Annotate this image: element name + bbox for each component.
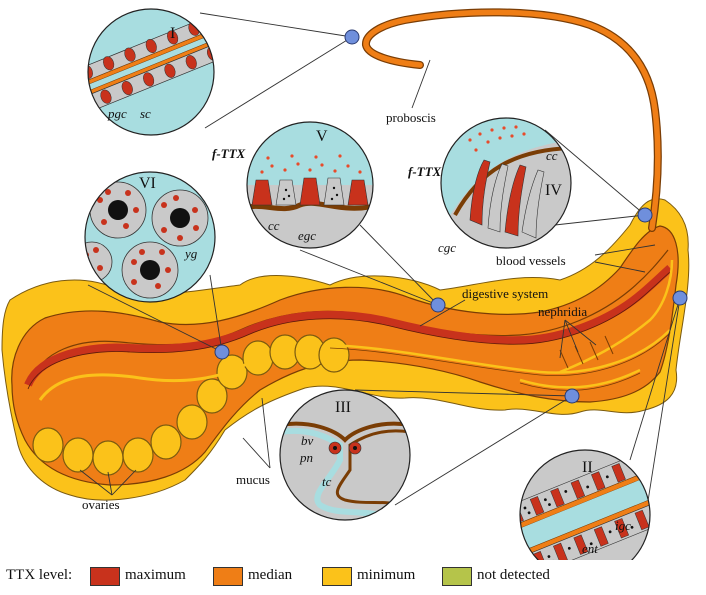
inset-II-label-ent: ent xyxy=(582,541,598,556)
marker-I xyxy=(344,29,360,45)
inset-III-label-pn: pn xyxy=(299,450,313,465)
inset-VI-label-yg: yg xyxy=(183,246,198,261)
legend-title: TTX level: xyxy=(6,567,73,583)
inset-V-label-egc: egc xyxy=(298,228,316,243)
inset-IV-label-cgc: cgc xyxy=(438,240,456,255)
inset-IV-label-f-ttx: f-TTX xyxy=(408,164,442,179)
inset-connector-lines xyxy=(79,12,681,521)
location-markers xyxy=(214,29,688,404)
legend-swatch-median xyxy=(213,567,243,586)
inset-V-label-f-ttx: f-TTX xyxy=(212,146,246,161)
ttx-legend: TTX level: maximum median minimum not de… xyxy=(0,562,706,590)
inset-II-numeral: II xyxy=(582,459,593,476)
marker-II xyxy=(672,290,688,306)
label-blood-vessels: blood vessels xyxy=(496,253,566,268)
marker-VI xyxy=(214,344,230,360)
marker-IV xyxy=(637,207,653,223)
anatomy-labels: proboscis blood vessels digestive system… xyxy=(82,110,587,512)
inset-I: I pgc sc xyxy=(87,8,215,136)
legend-label-median: median xyxy=(248,567,293,583)
inset-VI-numeral: VI xyxy=(139,175,156,192)
inset-V: V f-TTX cc egc xyxy=(212,121,374,249)
legend-label-not-detected: not detected xyxy=(477,567,550,583)
marker-V xyxy=(430,297,446,313)
inset-II-label-igc: igc xyxy=(615,518,631,533)
worm-body xyxy=(1,198,690,501)
inset-III: III bv pn tc xyxy=(279,389,411,521)
label-digestive-system: digestive system xyxy=(462,286,548,301)
inset-III-label-bv: bv xyxy=(301,433,314,448)
legend-swatch-not-detected xyxy=(442,567,472,586)
inset-V-numeral: V xyxy=(316,128,328,145)
inset-I-numeral: I xyxy=(170,25,175,42)
label-proboscis: proboscis xyxy=(386,110,436,125)
inset-VI: VI yg xyxy=(84,171,216,303)
proboscis-tube xyxy=(362,8,662,232)
label-mucus: mucus xyxy=(236,472,270,487)
diagram-canvas: I pgc sc VI yg xyxy=(1,8,690,560)
inset-III-numeral: III xyxy=(335,399,351,416)
legend-label-minimum: minimum xyxy=(357,567,416,583)
legend-swatch-maximum xyxy=(90,567,120,586)
inset-IV-label-cc: cc xyxy=(546,148,558,163)
inset-IV: IV f-TTX cc cgc xyxy=(408,117,572,255)
legend-swatch-minimum xyxy=(322,567,352,586)
inset-I-label-pgc: pgc xyxy=(107,106,127,121)
blood-vessel-lines xyxy=(329,259,674,389)
label-ovaries: ovaries xyxy=(82,497,120,512)
inset-I-label-sc: sc xyxy=(140,106,151,121)
inset-V-label-cc: cc xyxy=(268,218,280,233)
inset-III-label-tc: tc xyxy=(322,474,332,489)
legend-label-maximum: maximum xyxy=(125,567,186,583)
label-nephridia: nephridia xyxy=(538,304,587,319)
inset-II: II igc ent xyxy=(519,449,651,560)
ovaries-row xyxy=(32,334,350,476)
inset-IV-numeral: IV xyxy=(545,182,562,199)
maximum-ttx-band xyxy=(24,264,673,387)
marker-III xyxy=(564,388,580,404)
